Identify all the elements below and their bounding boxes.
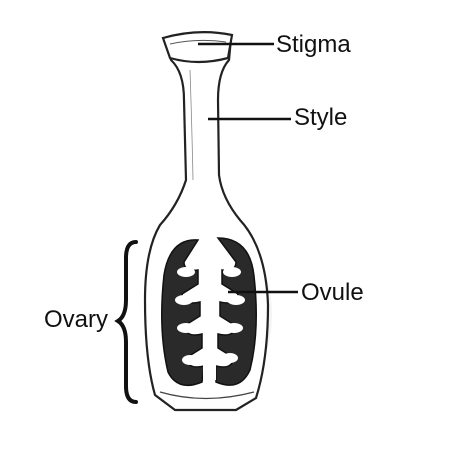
ovule <box>223 267 241 277</box>
label-style: Style <box>294 104 348 131</box>
label-ovary: Ovary <box>44 306 109 333</box>
ovule <box>175 295 193 305</box>
style-inner-line <box>189 69 194 181</box>
ovule <box>227 295 245 305</box>
stigma-cap <box>161 31 234 64</box>
label-stigma: Stigma <box>276 31 351 58</box>
ovule <box>177 267 195 277</box>
label-ovule: Ovule <box>301 279 364 306</box>
ovule <box>222 353 238 363</box>
ovule <box>225 323 243 333</box>
ovary-base <box>159 391 255 400</box>
ovule <box>182 355 198 365</box>
ovule <box>177 323 195 333</box>
ovary-brace <box>114 240 138 404</box>
stigma-inner-line <box>169 39 227 45</box>
placenta-column <box>203 248 216 380</box>
